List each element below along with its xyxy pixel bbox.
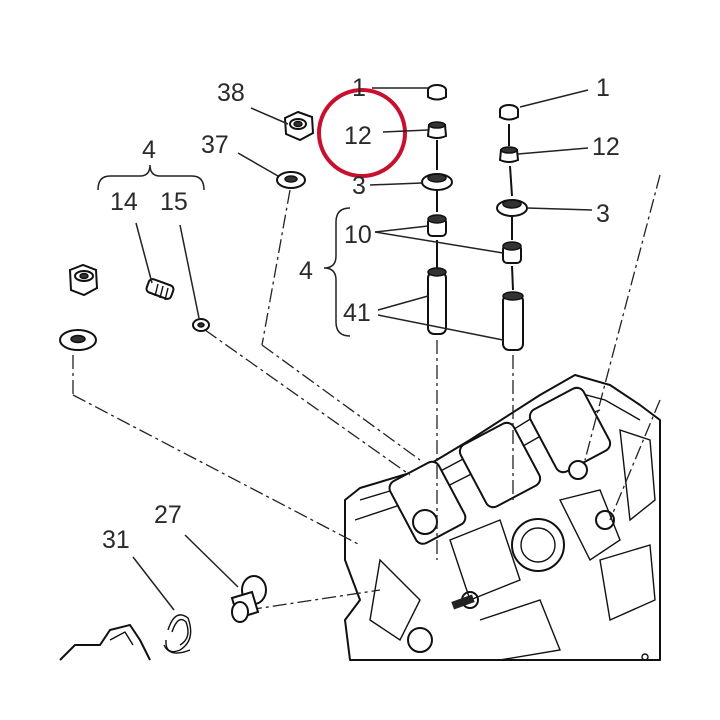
plug-screw [145, 278, 175, 301]
valve-guide-right [502, 265, 524, 351]
label-nut: 38 [217, 79, 245, 107]
label-keeper-right: 1 [596, 74, 610, 102]
plug-washer [192, 318, 210, 332]
valve-seal-right [502, 216, 522, 264]
label-spring-clip: 31 [102, 526, 130, 554]
label-plug: 14 [110, 188, 138, 216]
valve-keeper-right [499, 104, 519, 121]
stud-nut-left [68, 263, 99, 297]
bushing [230, 575, 267, 623]
highlight-circle [317, 88, 407, 178]
label-bushing: 27 [154, 501, 182, 529]
label-washer-plug: 15 [160, 188, 188, 216]
valve-keeper-left [427, 84, 447, 101]
retainer-left [426, 121, 448, 139]
label-retainer-right: 12 [592, 133, 620, 161]
label-guide: 41 [343, 299, 371, 327]
label-spring-seat-right: 3 [596, 200, 610, 228]
rocker-arm-partial [59, 624, 151, 661]
label-spring-seat-left: 3 [352, 172, 366, 200]
retainer-right [498, 124, 520, 163]
label-group-guides: 4 [299, 257, 313, 285]
leader-lines [132, 87, 593, 611]
valve-seal-left [427, 190, 447, 237]
label-keeper-left: 1 [352, 74, 366, 102]
flange-nut [283, 110, 315, 142]
label-nut-washer: 37 [201, 131, 229, 159]
nut-washer [276, 171, 306, 189]
stud-washer-left [59, 329, 97, 351]
group-brace-guides [323, 207, 351, 337]
spring-clip [163, 614, 192, 654]
cylinder-head [344, 374, 661, 661]
spring-seat-left [421, 140, 453, 191]
spring-seat-right [496, 165, 528, 217]
assembly-centerlines [72, 174, 661, 611]
label-seal: 10 [344, 221, 372, 249]
callout-labels: 1 1 12 12 3 3 10 41 4 4 14 15 38 37 27 3… [102, 74, 620, 554]
label-retainer-left: 12 [344, 122, 372, 150]
group-brace-top [97, 164, 205, 191]
valve-guide-left [427, 240, 447, 335]
label-group-plug: 4 [142, 136, 156, 164]
